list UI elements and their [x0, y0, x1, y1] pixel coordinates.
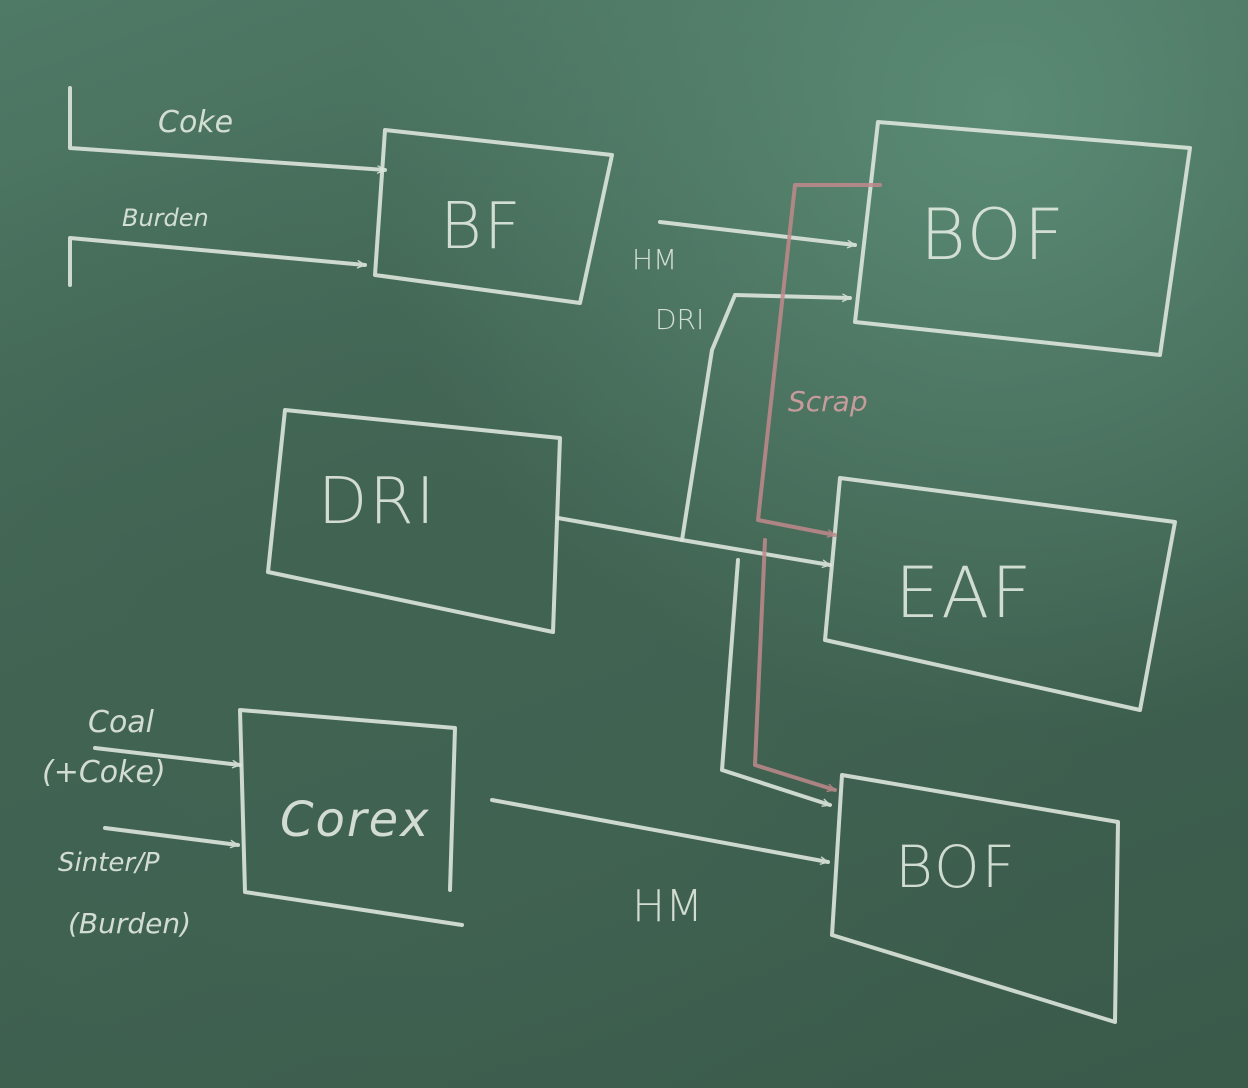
burden-paren-label: (Burden): [68, 907, 192, 940]
dri-label: DRI: [318, 465, 437, 539]
hm-top-label: HM: [632, 243, 678, 276]
hm-arrow-top: [658, 220, 857, 245]
eaf-box: [823, 476, 1177, 712]
dri-box: [266, 408, 562, 634]
plus-coke-label: (+Coke): [42, 755, 166, 790]
dri-to-bof-bottom-arrow: [720, 558, 832, 807]
corex-box: [238, 708, 464, 927]
bf-label: BF: [440, 190, 523, 264]
corex-label: Corex: [280, 792, 431, 848]
hm-arrow-bottom: [490, 798, 830, 862]
bof-top-label: BOF: [920, 194, 1066, 276]
bof-top-box: [853, 120, 1192, 357]
scrap-line-bottom: [753, 538, 837, 792]
dri-to-bof-arrow: [556, 293, 852, 542]
coke-arrow: [68, 86, 387, 170]
coke-label: Coke: [158, 105, 234, 140]
coal-label: Coal: [88, 705, 155, 740]
bof-bottom-box: [830, 773, 1120, 1024]
dri-small-label: DRI: [655, 303, 705, 336]
burden-label: Burden: [122, 204, 209, 232]
eaf-label: EAF: [895, 552, 1034, 634]
bof-bottom-label: BOF: [895, 833, 1017, 901]
hm-bottom-label: HM: [632, 881, 704, 932]
sinter-arrow: [103, 826, 240, 845]
scrap-label: Scrap: [788, 385, 868, 418]
bf-box: [373, 128, 614, 305]
sinter-label: Sinter/P: [58, 848, 160, 878]
dri-to-eaf-arrow: [680, 538, 832, 565]
scrap-line: [756, 183, 882, 535]
burden-arrow: [68, 236, 367, 287]
coal-arrow: [93, 746, 242, 765]
